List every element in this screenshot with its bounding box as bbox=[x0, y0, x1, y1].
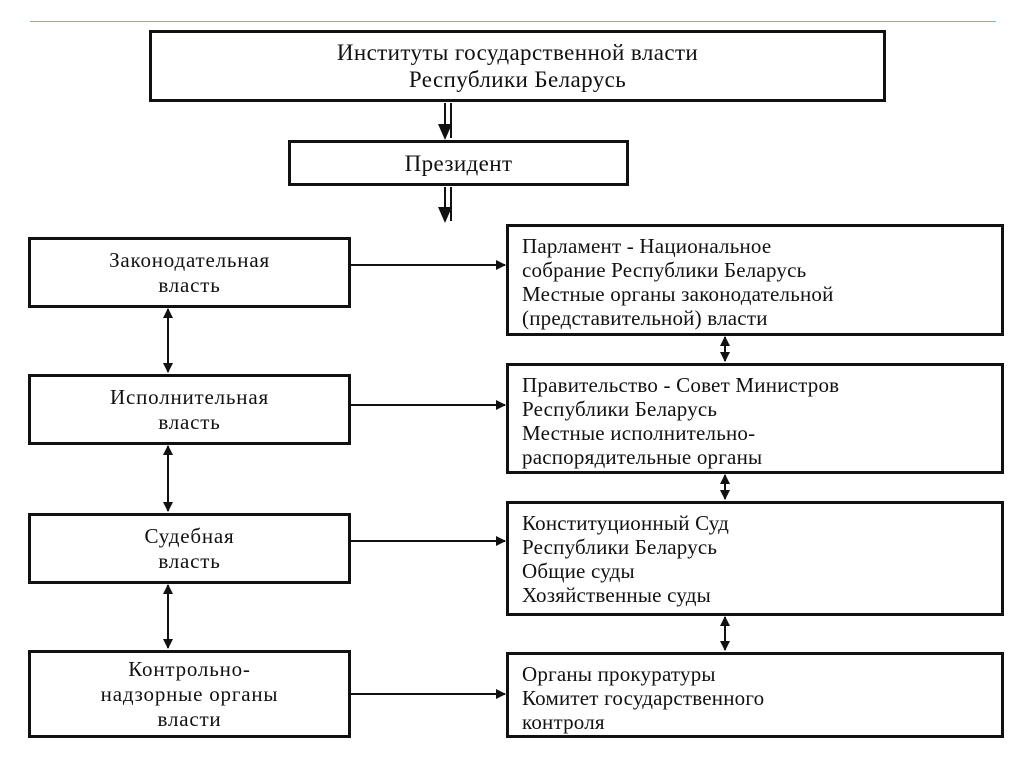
control-branch-label: Контрольно- надзорные органы власти bbox=[101, 657, 279, 732]
branch-label-line: Судебная bbox=[144, 523, 235, 548]
body-line: Правительство - Совет Министров bbox=[522, 373, 840, 397]
branch-label-line: Контрольно- bbox=[128, 656, 251, 681]
branch-label-line: власть bbox=[158, 272, 221, 297]
diagram-title: Институты государственной власти Республ… bbox=[337, 39, 698, 93]
president-box: Президент bbox=[288, 140, 629, 186]
control-bodies-box: Органы прокуратуры Комитет государственн… bbox=[506, 652, 1004, 738]
branch-label-line: надзорные органы bbox=[100, 681, 279, 706]
president-label: Президент bbox=[404, 150, 513, 176]
body-line: Органы прокуратуры bbox=[522, 662, 716, 686]
title-line: Институты государственной власти bbox=[336, 40, 699, 65]
executive-branch-label: Исполнительная власть bbox=[110, 385, 269, 435]
branch-label-line: власть bbox=[158, 409, 221, 434]
judicial-branch-box: Судебная власть bbox=[28, 513, 351, 584]
branch-label-line: Законодательная bbox=[109, 247, 270, 272]
body-line: Местные органы законодательной bbox=[522, 282, 834, 306]
body-line: Парламент - Национальное bbox=[522, 234, 772, 258]
legislative-branch-label: Законодательная власть bbox=[109, 248, 270, 298]
body-line: Конституционный Суд bbox=[522, 511, 730, 535]
judicial-bodies-box: Конституционный Суд Республики Беларусь … bbox=[506, 501, 1004, 616]
body-line: Местные исполнительно- bbox=[522, 421, 756, 445]
body-line: собрание Республики Беларусь bbox=[522, 258, 807, 282]
executive-branch-box: Исполнительная власть bbox=[28, 374, 351, 445]
body-line: Хозяйственные суды bbox=[522, 583, 711, 607]
branch-label-line: Исполнительная bbox=[110, 384, 269, 409]
body-line: Комитет государственного bbox=[522, 686, 765, 710]
branch-label-line: власти bbox=[157, 706, 222, 731]
legislative-branch-box: Законодательная власть bbox=[28, 237, 351, 308]
body-line: (представительной) власти bbox=[522, 306, 768, 330]
body-line: контроля bbox=[522, 710, 605, 734]
title-line: Республики Беларусь bbox=[408, 67, 627, 92]
executive-bodies-box: Правительство - Совет Министров Республи… bbox=[506, 363, 1004, 474]
body-line: Республики Беларусь bbox=[522, 397, 718, 421]
legislative-bodies-box: Парламент - Национальное собрание Респуб… bbox=[506, 224, 1004, 336]
judicial-branch-label: Судебная власть bbox=[145, 524, 235, 574]
diagram-title-box: Институты государственной власти Республ… bbox=[149, 30, 886, 102]
branch-label-line: власть bbox=[158, 548, 221, 573]
slide-top-rule bbox=[30, 21, 996, 22]
body-line: распорядительные органы bbox=[522, 445, 763, 469]
control-branch-box: Контрольно- надзорные органы власти bbox=[28, 650, 351, 738]
body-line: Общие суды bbox=[522, 559, 635, 583]
body-line: Республики Беларусь bbox=[522, 535, 718, 559]
